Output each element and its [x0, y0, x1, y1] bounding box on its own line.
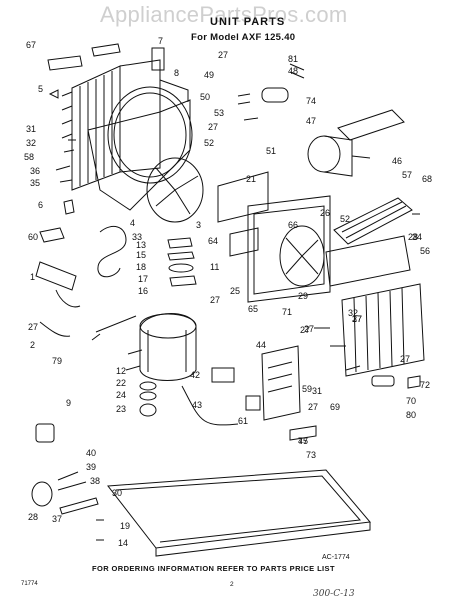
callout-label: 18 [136, 262, 146, 272]
model-number: For Model AXF 125.40 [191, 32, 296, 43]
handwritten-note: 300-C-13 [313, 589, 355, 599]
callout-label: 27 [352, 314, 362, 324]
callout-label: 37 [52, 514, 62, 524]
callout-label: 60 [28, 232, 38, 242]
callout-label: 61 [238, 416, 248, 426]
reference-code: AC-1774 [322, 554, 350, 561]
callout-label: 4 [130, 218, 135, 228]
page-number: 2 [230, 581, 234, 588]
callout-label: 5 [38, 84, 43, 94]
callout-label: 37 [352, 314, 362, 324]
callout-label: 80 [406, 410, 416, 420]
callout-label: 56 [420, 246, 430, 256]
callout-label: 27 [210, 295, 220, 305]
callout-label: 57 [402, 170, 412, 180]
callout-label: 65 [248, 304, 258, 314]
callout-label: 7 [158, 36, 163, 46]
callout-label: 24 [116, 390, 126, 400]
callout-label: 30 [112, 488, 122, 498]
callout-label: 66 [288, 220, 298, 230]
callout-label: 51 [266, 146, 276, 156]
callout-label: 14 [118, 538, 128, 548]
callout-label: 32 [348, 308, 358, 318]
diagram-title: UNIT PARTS [210, 16, 286, 28]
callout-label: 48 [288, 66, 298, 76]
drawing-code: 71774 [21, 581, 38, 587]
callout-label: 8 [174, 68, 179, 78]
callout-label: 50 [200, 92, 210, 102]
callout-label: 26 [320, 208, 330, 218]
callout-label: 73 [306, 450, 316, 460]
callout-label: 45 [298, 436, 308, 446]
callout-label: 29 [298, 291, 308, 301]
callout-label: 68 [422, 174, 432, 184]
callout-label: 74 [306, 96, 316, 106]
callout-label: 2 [30, 340, 35, 350]
callout-label: 52 [340, 214, 350, 224]
callout-label: 39 [86, 462, 96, 472]
callout-label: 77 [298, 436, 308, 446]
callout-label: 72 [420, 380, 430, 390]
callout-label: 15 [136, 250, 146, 260]
callout-label: 44 [256, 340, 266, 350]
callout-label: 6 [38, 200, 43, 210]
callout-label: 9 [66, 398, 71, 408]
callout-label: 33 [132, 232, 142, 242]
callout-label: 42 [190, 370, 200, 380]
callout-label: 53 [214, 108, 224, 118]
callout-label: 46 [392, 156, 402, 166]
callout-label: 40 [86, 448, 96, 458]
callout-label: 67 [26, 40, 36, 50]
callout-label: 59 [302, 384, 312, 394]
callout-label: 21 [246, 174, 256, 184]
callout-label: 11 [210, 262, 219, 272]
callout-label: 28 [408, 232, 418, 242]
callout-label: 17 [138, 274, 148, 284]
callout-label: 1 [30, 272, 35, 282]
callout-label: 49 [204, 70, 214, 80]
callout-label: 52 [204, 138, 214, 148]
callout-label: 35 [30, 178, 40, 188]
callout-label: 27 [400, 354, 410, 364]
callout-label: 27 [304, 324, 314, 334]
callout-label: 71 [282, 307, 292, 317]
ordering-note: FOR ORDERING INFORMATION REFER TO PARTS … [92, 564, 335, 573]
callout-label: 79 [52, 356, 62, 366]
callout-label: 19 [120, 521, 130, 531]
callout-label: 36 [30, 166, 40, 176]
callout-label: 13 [136, 240, 146, 250]
callout-label: 81 [288, 54, 298, 64]
callout-label: 47 [306, 116, 316, 126]
callout-label: 64 [208, 236, 218, 246]
callout-label: 28 [28, 512, 38, 522]
callout-label: 69 [330, 402, 340, 412]
callout-label: 16 [138, 286, 148, 296]
callout-label: 27 [300, 325, 310, 335]
callout-label: 12 [116, 366, 126, 376]
callout-label: 22 [116, 378, 126, 388]
callout-label: 43 [192, 400, 202, 410]
watermark-logo: AppliancePartsPros.com [100, 2, 348, 27]
callout-label: 58 [24, 152, 34, 162]
callout-label: 27 [308, 402, 318, 412]
callout-label: 38 [90, 476, 100, 486]
callout-label: 70 [406, 396, 416, 406]
callout-label: 23 [116, 404, 126, 414]
callout-label: 27 [28, 322, 38, 332]
callout-label: 32 [26, 138, 36, 148]
callout-label: 27 [218, 50, 228, 60]
callout-label: 31 [312, 386, 322, 396]
callout-label: 34 [412, 232, 422, 242]
callout-label: 3 [196, 220, 201, 230]
callout-label: 27 [208, 122, 218, 132]
callout-label: 31 [26, 124, 36, 134]
callout-label: 25 [230, 286, 240, 296]
